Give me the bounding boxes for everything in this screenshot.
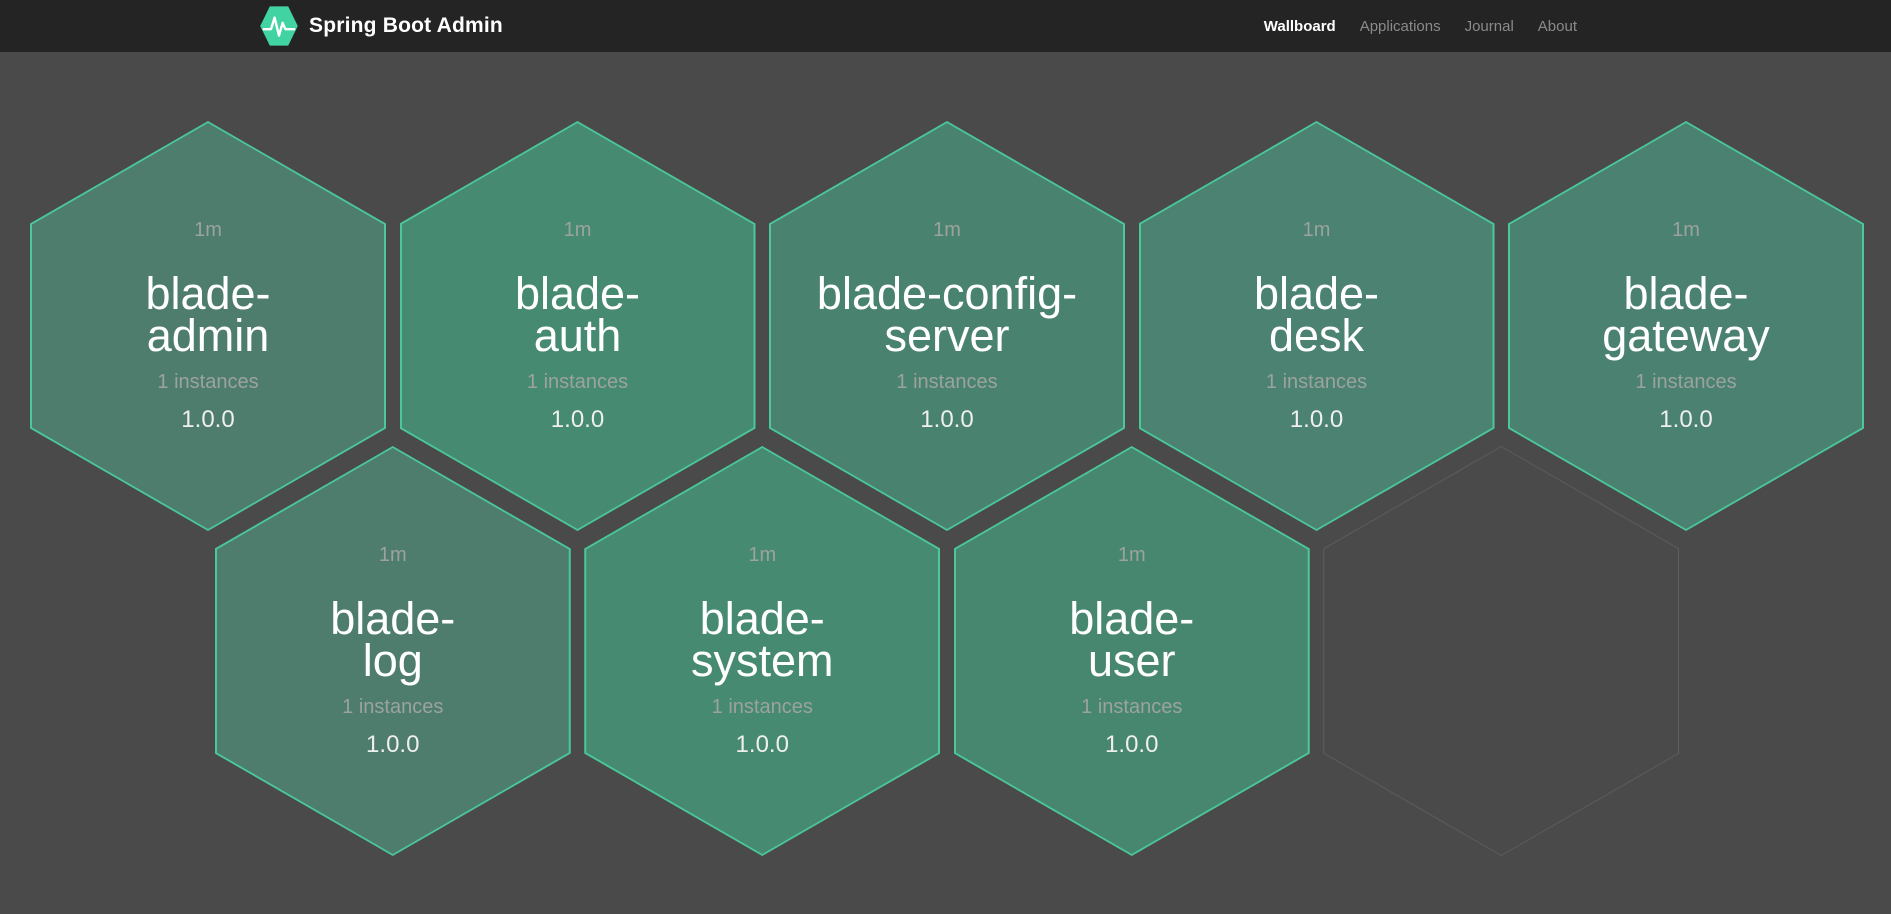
instances-label: 1 instances bbox=[526, 371, 629, 393]
application-name-line: user bbox=[1087, 635, 1176, 686]
application-name-line: blade- bbox=[1253, 268, 1380, 319]
instances-label: 1 instances bbox=[157, 371, 259, 393]
hexagon-fill bbox=[216, 448, 569, 854]
uptime-label: 1m bbox=[194, 219, 222, 241]
application-name: blade-log bbox=[330, 593, 456, 686]
nav-menu: Wallboard Applications Journal About bbox=[1252, 0, 1589, 52]
nav-item-wallboard[interactable]: Wallboard bbox=[1263, 17, 1336, 35]
application-name-line: blade- bbox=[145, 268, 271, 319]
hexagon-content: 1m blade-auth 1 instances 1.0.0 bbox=[400, 121, 756, 531]
version-label: 1.0.0 bbox=[1659, 406, 1713, 433]
uptime-label: 1m bbox=[563, 219, 592, 241]
application-name: blade-desk bbox=[1253, 268, 1380, 361]
version-label: 1.0.0 bbox=[181, 406, 235, 433]
application-name-line: system bbox=[690, 635, 834, 686]
version-label: 1.0.0 bbox=[920, 406, 974, 433]
instances-label: 1 instances bbox=[1081, 696, 1183, 718]
version-label: 1.0.0 bbox=[550, 406, 605, 433]
nav-item-applications[interactable]: Applications bbox=[1359, 17, 1441, 35]
uptime-label: 1m bbox=[378, 544, 407, 566]
instances-label: 1 instances bbox=[1635, 371, 1737, 393]
spring-boot-admin-logo-icon bbox=[260, 6, 298, 46]
version-label: 1.0.0 bbox=[735, 731, 789, 758]
brand: Spring Boot Admin bbox=[259, 0, 503, 52]
application-hexagon-blade-config-server[interactable]: 1m blade-config-server 1 instances 1.0.0 bbox=[769, 121, 1125, 531]
app-title: Spring Boot Admin bbox=[309, 14, 503, 37]
wallboard: 1m blade-admin 1 instances 1.0.0 1m blad… bbox=[0, 52, 1891, 914]
hexagon-content: 1m blade-admin 1 instances 1.0.0 bbox=[30, 121, 386, 531]
application-name-line: log bbox=[362, 635, 423, 686]
hexagon-content: 1m blade-system 1 instances 1.0.0 bbox=[584, 446, 940, 856]
application-hexagon-blade-auth[interactable]: 1m blade-auth 1 instances 1.0.0 bbox=[399, 121, 756, 531]
application-name-line: gateway bbox=[1602, 310, 1770, 361]
application-name-line: blade-config- bbox=[816, 268, 1078, 319]
application-name-line: admin bbox=[146, 310, 270, 361]
application-hexagon-blade-gateway[interactable]: 1m blade-gateway 1 instances 1.0.0 bbox=[1508, 121, 1864, 531]
uptime-label: 1m bbox=[1672, 219, 1700, 241]
application-name: blade-admin bbox=[145, 268, 271, 361]
uptime-label: 1m bbox=[748, 544, 777, 566]
application-name-line: auth bbox=[533, 310, 622, 361]
hexagon-fill bbox=[1324, 447, 1679, 855]
application-hexagon-blade-admin[interactable]: 1m blade-admin 1 instances 1.0.0 bbox=[30, 121, 386, 531]
application-name-line: blade- bbox=[514, 268, 641, 319]
application-name-line: blade- bbox=[1069, 593, 1195, 644]
application-name-line: desk bbox=[1268, 310, 1365, 361]
application-hexagon-blade-system[interactable]: 1m blade-system 1 instances 1.0.0 bbox=[584, 446, 941, 856]
instances-label: 1 instances bbox=[896, 371, 998, 393]
hexagon-fill bbox=[586, 448, 939, 854]
navbar: Spring Boot Admin Wallboard Applications J… bbox=[0, 0, 1891, 52]
instances-label: 1 instances bbox=[342, 696, 444, 718]
hexagon-content: 1m blade-gateway 1 instances 1.0.0 bbox=[1508, 121, 1864, 531]
hexagon-content: 1m blade-config-server 1 instances 1.0.0 bbox=[769, 121, 1125, 531]
application-name-line: server bbox=[884, 310, 1010, 361]
hexagon-content: 1m blade-desk 1 instances 1.0.0 bbox=[1139, 121, 1495, 531]
uptime-label: 1m bbox=[933, 219, 961, 241]
application-name-line: blade- bbox=[1623, 268, 1749, 319]
version-label: 1.0.0 bbox=[366, 731, 420, 758]
hexagon-content: 1m blade-user 1 instances 1.0.0 bbox=[954, 446, 1310, 856]
empty-hexagon-cell bbox=[1323, 446, 1680, 856]
application-name: blade-config-server bbox=[816, 268, 1078, 361]
application-name-line: blade- bbox=[699, 593, 825, 644]
application-name: blade-auth bbox=[514, 268, 641, 361]
uptime-label: 1m bbox=[1302, 219, 1331, 241]
nav-item-about[interactable]: About bbox=[1537, 17, 1577, 35]
version-label: 1.0.0 bbox=[1105, 731, 1159, 758]
nav-item-journal[interactable]: Journal bbox=[1464, 17, 1514, 35]
application-name: blade-user bbox=[1069, 593, 1195, 686]
instances-label: 1 instances bbox=[711, 696, 813, 718]
application-name: blade-gateway bbox=[1602, 268, 1770, 361]
application-hexagon-blade-log[interactable]: 1m blade-log 1 instances 1.0.0 bbox=[214, 446, 571, 856]
application-hexagon-blade-desk[interactable]: 1m blade-desk 1 instances 1.0.0 bbox=[1138, 121, 1495, 531]
application-name-line: blade- bbox=[330, 593, 456, 644]
hexagon-content: 1m blade-log 1 instances 1.0.0 bbox=[215, 446, 571, 856]
application-name: blade-system bbox=[690, 593, 834, 686]
instances-label: 1 instances bbox=[1265, 371, 1368, 393]
version-label: 1.0.0 bbox=[1289, 406, 1344, 433]
application-hexagon-blade-user[interactable]: 1m blade-user 1 instances 1.0.0 bbox=[953, 446, 1310, 856]
uptime-label: 1m bbox=[1117, 544, 1146, 566]
